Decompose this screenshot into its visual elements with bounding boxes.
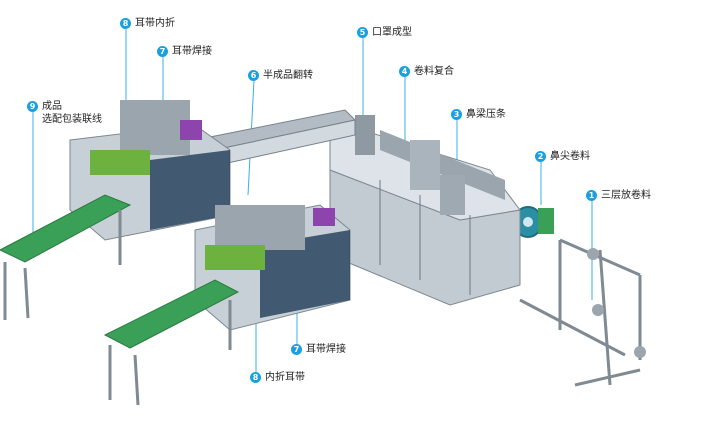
callout-label: 耳带焊接 (172, 46, 212, 57)
callout-badge: 4 (399, 66, 410, 77)
front-output-conveyor (103, 279, 240, 406)
callout-1: 1 三层放卷料 (586, 189, 651, 202)
callout-5: 5 口罩成型 (357, 26, 412, 39)
callout-badge: 3 (451, 109, 462, 120)
callout-label: 耳带内折 (135, 18, 175, 29)
callout-label: 内折耳带 (265, 372, 305, 383)
unwind-stand (519, 238, 642, 387)
callout-badge: 2 (535, 151, 546, 162)
callout-8-top: 8 耳带内折 (120, 17, 175, 30)
callout-3: 3 鼻梁压条 (451, 108, 506, 121)
callout-6: 6 半成品翻转 (248, 69, 313, 82)
callout-badge: 8 (120, 18, 131, 29)
callout-badge: 5 (357, 27, 368, 38)
callout-badge: 9 (27, 101, 38, 112)
rear-output-conveyor (0, 194, 132, 320)
callout-label: 耳带焊接 (306, 344, 346, 355)
callout-badge: 6 (248, 70, 259, 81)
callout-label: 鼻梁压条 (466, 109, 506, 120)
callout-2: 2 鼻尖卷料 (535, 150, 590, 163)
callout-label: 鼻尖卷料 (550, 151, 590, 162)
unwind-rolls (513, 206, 646, 358)
callout-badge: 7 (291, 344, 302, 355)
callout-label: 半成品翻转 (263, 70, 313, 81)
transfer-bridge (194, 109, 357, 169)
main-machine (329, 115, 521, 306)
callout-label: 成品 选配包装联线 (42, 101, 102, 125)
front-machine (194, 204, 351, 331)
callout-badge: 7 (157, 46, 168, 57)
callout-8-bottom: 8 内折耳带 (250, 371, 305, 384)
callout-badge: 8 (250, 372, 261, 383)
callout-label: 卷料复合 (414, 66, 454, 77)
callout-4: 4 卷料复合 (399, 65, 454, 78)
callout-label: 口罩成型 (372, 27, 412, 38)
callout-7-top: 7 耳带焊接 (157, 45, 212, 58)
callout-9: 9 成品 选配包装联线 (27, 100, 102, 126)
callout-badge: 1 (586, 190, 597, 201)
callout-label: 三层放卷料 (601, 190, 651, 201)
callout-7-bottom: 7 耳带焊接 (291, 343, 346, 356)
